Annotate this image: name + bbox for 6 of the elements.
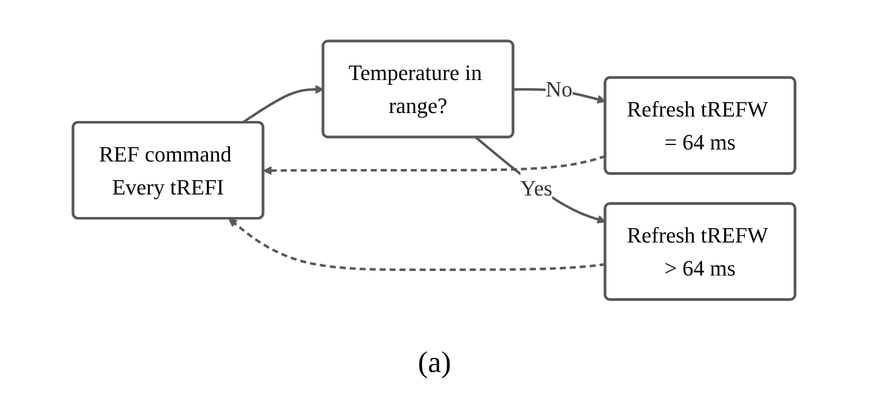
caption: (a) — [418, 346, 452, 380]
edge-label: Yes — [520, 175, 553, 200]
arrow — [228, 218, 606, 271]
arrow — [264, 154, 606, 175]
edge-label: No — [546, 76, 573, 102]
arrow — [476, 136, 606, 224]
